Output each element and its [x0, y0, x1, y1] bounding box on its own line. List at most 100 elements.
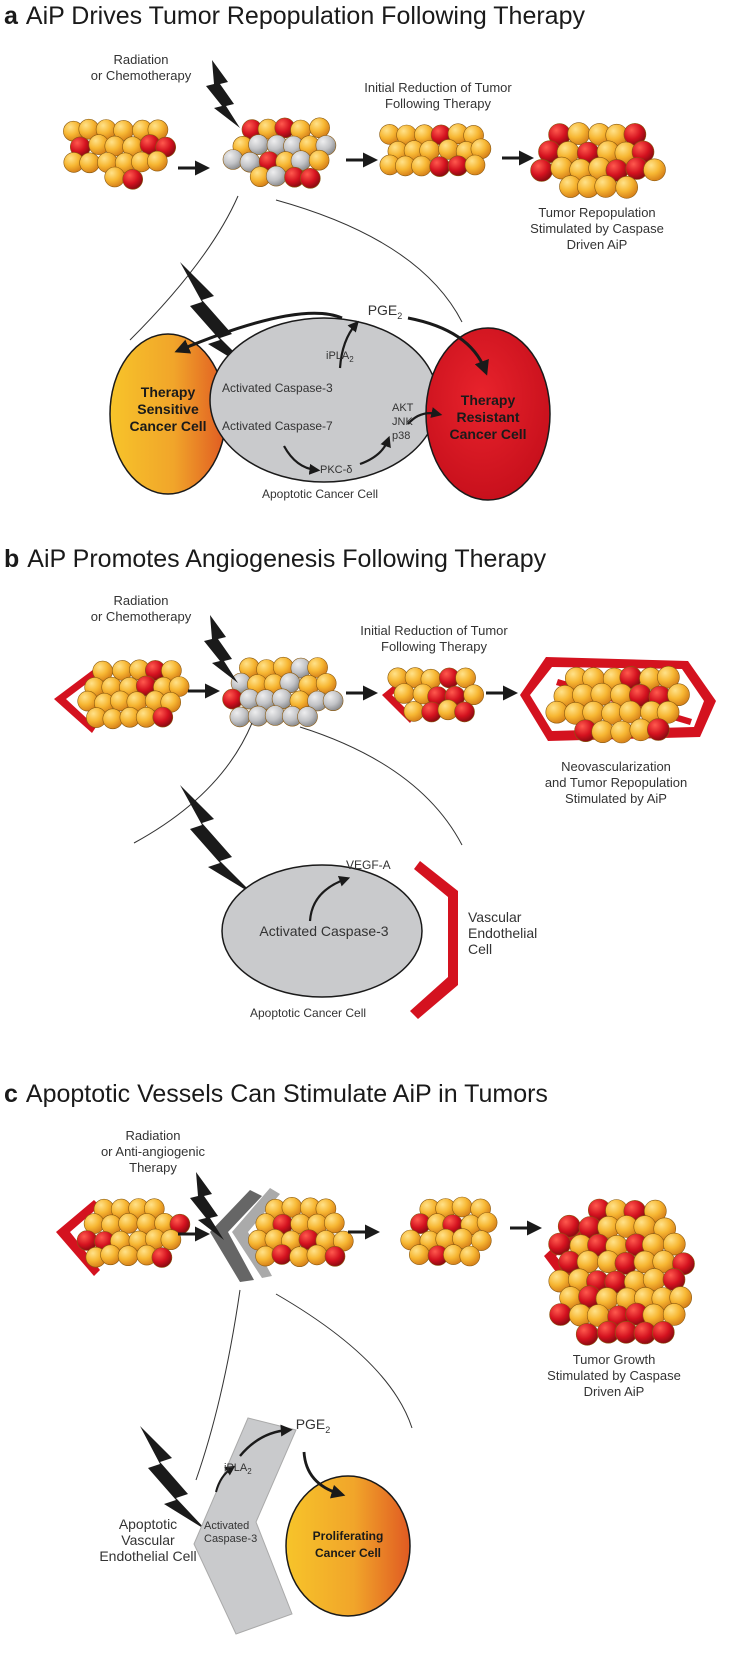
tumor-cell [594, 175, 618, 198]
caspase7-label: Activated Caspase-7 [222, 419, 333, 433]
tumor-cluster-treated [222, 117, 337, 189]
proliferating-cell-label: Proliferating Cancer Cell [296, 1528, 400, 1562]
panel-b-title-text: AiP Promotes Angiogenesis Following Ther… [27, 545, 547, 573]
resistant-cell-label: Therapy Resistant Cancer Cell [436, 392, 540, 443]
tumor-cell [160, 1229, 182, 1250]
resistant-line: Resistant [456, 409, 520, 425]
trigger-label-line: or Chemotherapy [90, 68, 192, 83]
apoptotic-cell-label: Apoptotic Cancer Cell [250, 1006, 367, 1020]
zoom-line [275, 1293, 413, 1429]
pathway-arrow [283, 445, 321, 475]
tumor-cell [567, 122, 591, 145]
trigger-label-line: Therapy [129, 1160, 177, 1175]
tumor-cluster-reduced [379, 123, 492, 177]
tumor-cell [118, 1213, 139, 1234]
vascular-endothelial-cell [410, 861, 458, 1019]
tumor-cell [459, 1245, 481, 1267]
tumor-cell [122, 169, 143, 190]
panel-a-figure [63, 60, 666, 501]
tumor-cell [463, 684, 485, 705]
tumor-cell [651, 1321, 675, 1344]
lightning-bolt-icon [204, 615, 238, 683]
apoptotic-endothelial-label: Apoptotic Vascular Endothelial Cell [88, 1516, 208, 1564]
apoptotic-line: Apoptotic [118, 1516, 178, 1532]
jnk-label: JNK [392, 416, 413, 428]
tumor-cell [646, 718, 670, 741]
tumor-cell [464, 154, 486, 176]
tumor-cell [79, 152, 100, 174]
proliferating-line: Cancer Cell [314, 1546, 382, 1560]
tumor-cell [299, 168, 321, 189]
pathway-arrow [302, 1451, 346, 1499]
tumor-cell [657, 665, 680, 689]
pathway-arrow [174, 311, 343, 354]
vascular-line: Vascular [468, 909, 522, 925]
trigger-label-line: or Chemotherapy [90, 609, 192, 624]
zoom-line [275, 199, 463, 323]
tumor-cluster-treated [247, 1197, 354, 1267]
tumor-cell [662, 1303, 686, 1326]
pge2-text: PGE [295, 1416, 326, 1432]
trigger-label: Radiation or Chemotherapy [76, 593, 206, 625]
tumor-cell [403, 701, 425, 722]
result-label-line: Tumor Repopulation [538, 205, 656, 220]
panel-c-title-text: Apoptotic Vessels Can Stimulate AiP in T… [25, 1080, 548, 1108]
akt-label: AKT [392, 402, 414, 414]
tumor-cell [455, 667, 476, 689]
p38-label: p38 [392, 430, 411, 442]
pge2-sub: 2 [397, 310, 403, 321]
result-label-line: Stimulated by AiP [565, 791, 667, 806]
tumor-cell [615, 176, 639, 199]
pkc-label: PKC-δ [320, 464, 353, 476]
initial-reduction-label: Initial Reduction of Tumor Following The… [344, 623, 524, 655]
tumor-cluster-repopulated [530, 122, 666, 199]
panel-c-letter: c [4, 1080, 18, 1108]
trigger-label: Radiation or Chemotherapy [76, 52, 206, 84]
tumor-cluster-initial [76, 1198, 191, 1268]
tumor-cell [306, 1244, 328, 1266]
tumor-cell [117, 1245, 139, 1266]
tumor-cell [411, 155, 432, 177]
tumor-cell [451, 1196, 473, 1218]
tumor-cell [308, 149, 330, 171]
blood-vessel [520, 657, 716, 741]
pathway-arrow [407, 316, 489, 376]
tumor-cell [248, 134, 269, 155]
sensitive-line: Sensitive [137, 401, 199, 417]
tumor-cell [610, 720, 634, 744]
vascular-line: Cell [468, 941, 493, 957]
initial-reduction-line: Initial Reduction of Tumor [364, 80, 512, 95]
tumor-cell [656, 701, 680, 724]
tumor-cell [315, 673, 337, 694]
apoptotic-cancer-cell [209, 317, 439, 483]
trigger-label-line: Radiation [125, 1128, 181, 1143]
sensitive-line: Therapy [140, 384, 196, 400]
caspase-line: Activated [204, 1520, 250, 1532]
panel-a-title-text: AiP Drives Tumor Repopulation Following … [25, 2, 585, 30]
pge2-label: PGE2 [288, 1416, 338, 1438]
tumor-cell [470, 1230, 492, 1251]
tumor-cell [429, 156, 451, 177]
initial-reduction-line: Following Therapy [381, 639, 487, 654]
tumor-cell [322, 690, 344, 711]
tumor-cell [229, 706, 251, 728]
result-label-line: Driven AiP [583, 1384, 645, 1399]
tumor-cell [271, 1244, 293, 1265]
tumor-cell [408, 1244, 430, 1265]
trigger-label: Radiation or Anti-angiogenic Therapy [88, 1128, 218, 1176]
proliferating-line: Proliferating [312, 1529, 384, 1543]
tumor-cell [667, 683, 690, 706]
lightning-bolt-icon [190, 1172, 224, 1240]
caspase3-label: Activated Caspase-3 [222, 381, 333, 395]
caspase3-label: Activated Caspase-3 [259, 923, 389, 939]
tumor-cell [307, 657, 328, 678]
lightning-bolt-icon [180, 785, 254, 895]
ipla2-text: iPLA [326, 350, 350, 362]
tumor-cell [222, 149, 244, 170]
tumor-cell [100, 1244, 121, 1266]
trigger-label-line: or Anti-angiogenic [100, 1144, 206, 1159]
pathway-arrow [359, 435, 391, 466]
vegf-label: VEGF-A [346, 858, 391, 872]
